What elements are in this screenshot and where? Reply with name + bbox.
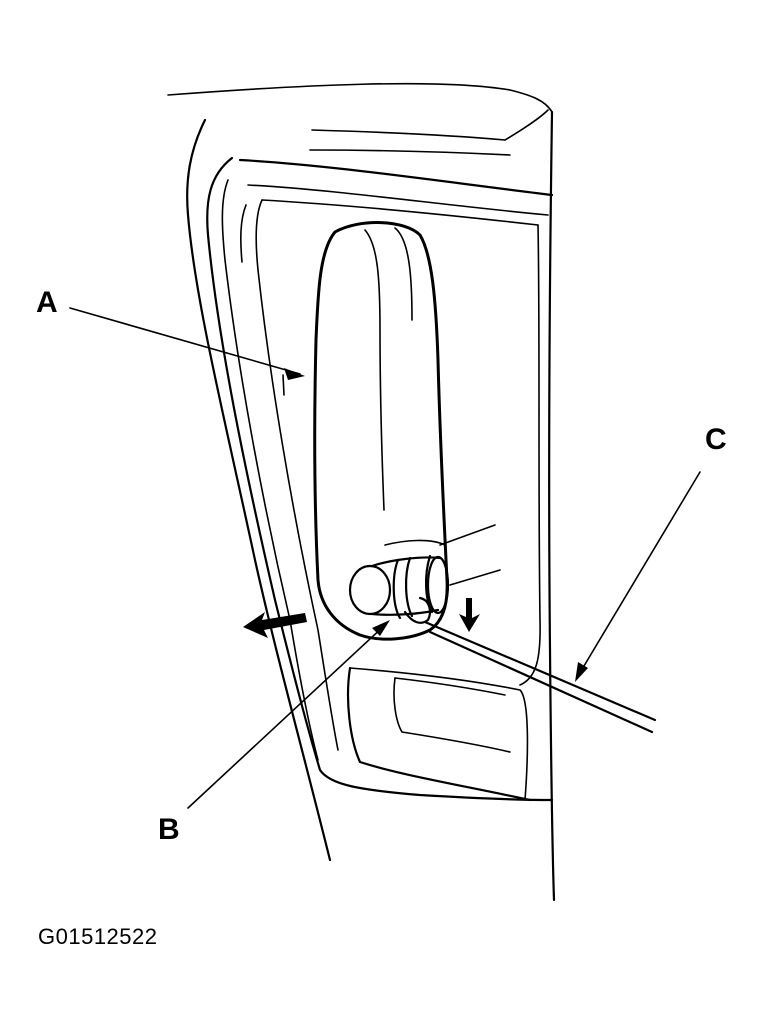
arrow-down-icon (459, 598, 480, 632)
bulb-socket-b (348, 524, 501, 624)
leader-line-a (69, 307, 305, 380)
leader-line-c (575, 471, 701, 682)
callout-a: A (36, 286, 58, 319)
lens-a (282, 221, 449, 641)
callout-c: C (705, 423, 727, 456)
callout-b: B (158, 813, 180, 846)
body-panel (167, 82, 556, 902)
tool-c (423, 620, 657, 734)
arrow-left-icon (243, 612, 307, 638)
leader-line-b (187, 620, 390, 809)
lamp-housing (206, 156, 554, 802)
figure-code: G01512522 (38, 924, 158, 949)
